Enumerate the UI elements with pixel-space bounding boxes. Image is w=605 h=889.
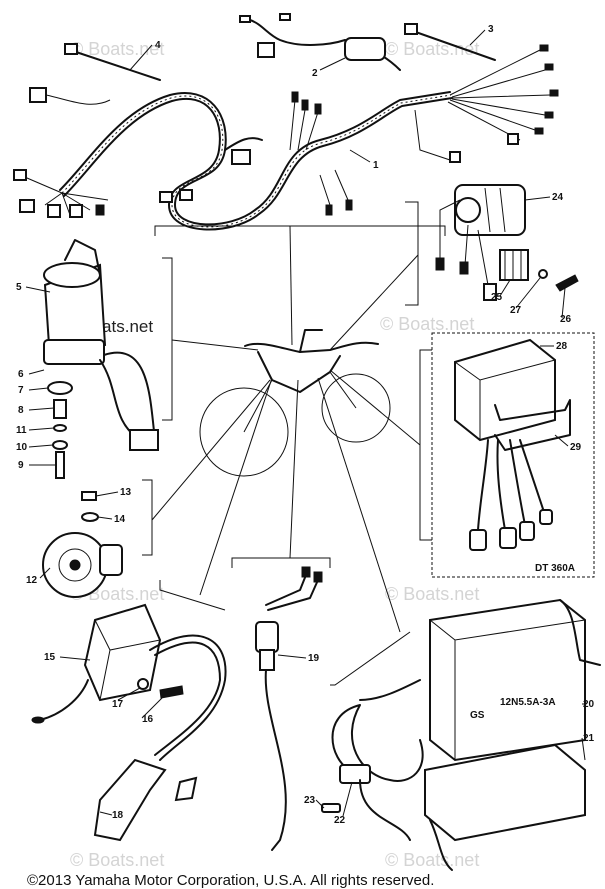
part-7: 7 xyxy=(18,385,24,396)
sub-harness xyxy=(239,13,401,71)
part-2: 2 xyxy=(312,68,318,79)
label-leaders xyxy=(25,29,586,817)
part-24: 24 xyxy=(552,192,564,203)
rectifier-assembly xyxy=(435,184,579,301)
watermark-text: © Boats.net xyxy=(70,39,164,59)
ignition-switch xyxy=(43,239,159,479)
watermarks: © Boats.net © Boats.net © Boats.net © Bo… xyxy=(64,39,479,870)
part-23: 23 xyxy=(304,795,316,806)
part-15: 15 xyxy=(44,652,56,663)
part-20: 20 xyxy=(583,699,595,710)
watermark-text: © Boats.net xyxy=(385,39,479,59)
part-1: 1 xyxy=(373,160,379,171)
part-25: 25 xyxy=(491,292,503,303)
part-10: 10 xyxy=(16,442,28,453)
part-22: 22 xyxy=(334,815,346,826)
battery-model: 12N5.5A-3A xyxy=(500,697,556,708)
watermark-text: © Boats.net xyxy=(385,850,479,870)
wire-harness xyxy=(13,44,559,231)
part-16: 16 xyxy=(142,714,154,725)
part-13: 13 xyxy=(120,487,132,498)
part-3: 3 xyxy=(488,24,494,35)
part-9: 9 xyxy=(18,460,24,471)
part-19: 19 xyxy=(308,653,320,664)
part-27: 27 xyxy=(510,305,522,316)
cdi-unit: DT 360A xyxy=(454,338,575,574)
horn xyxy=(42,491,123,598)
part-14: 14 xyxy=(114,514,126,525)
watermark-text: © Boats.net xyxy=(380,314,474,334)
neutral-switch xyxy=(255,566,323,851)
part-5: 5 xyxy=(16,282,22,293)
part-12: 12 xyxy=(26,575,38,586)
part-6: 6 xyxy=(18,369,24,380)
part-11: 11 xyxy=(16,425,27,436)
ignition-coil xyxy=(31,603,227,842)
leader-lines xyxy=(142,201,595,686)
part-21: 21 xyxy=(583,733,595,744)
part-8: 8 xyxy=(18,405,24,416)
battery-brand: GS xyxy=(470,710,485,721)
watermark-text: © Boats.net xyxy=(70,850,164,870)
part-18: 18 xyxy=(112,810,124,821)
straps xyxy=(64,23,496,81)
part-4: 4 xyxy=(155,40,161,51)
motorcycle-outline xyxy=(199,329,391,477)
part-28: 28 xyxy=(556,341,568,352)
copyright-footer: ©2013 Yamaha Motor Corporation, U.S.A. A… xyxy=(27,872,434,889)
part-labels: 1 2 3 4 5 6 7 8 9 10 11 12 13 14 15 16 1… xyxy=(16,24,595,826)
part-26: 26 xyxy=(560,314,572,325)
variant-label: DT 360A xyxy=(535,563,575,574)
part-17: 17 xyxy=(112,699,124,710)
part-29: 29 xyxy=(570,442,582,453)
battery-assembly: GS 12N5.5A-3A xyxy=(321,598,601,871)
watermark-text: © Boats.net xyxy=(385,584,479,604)
